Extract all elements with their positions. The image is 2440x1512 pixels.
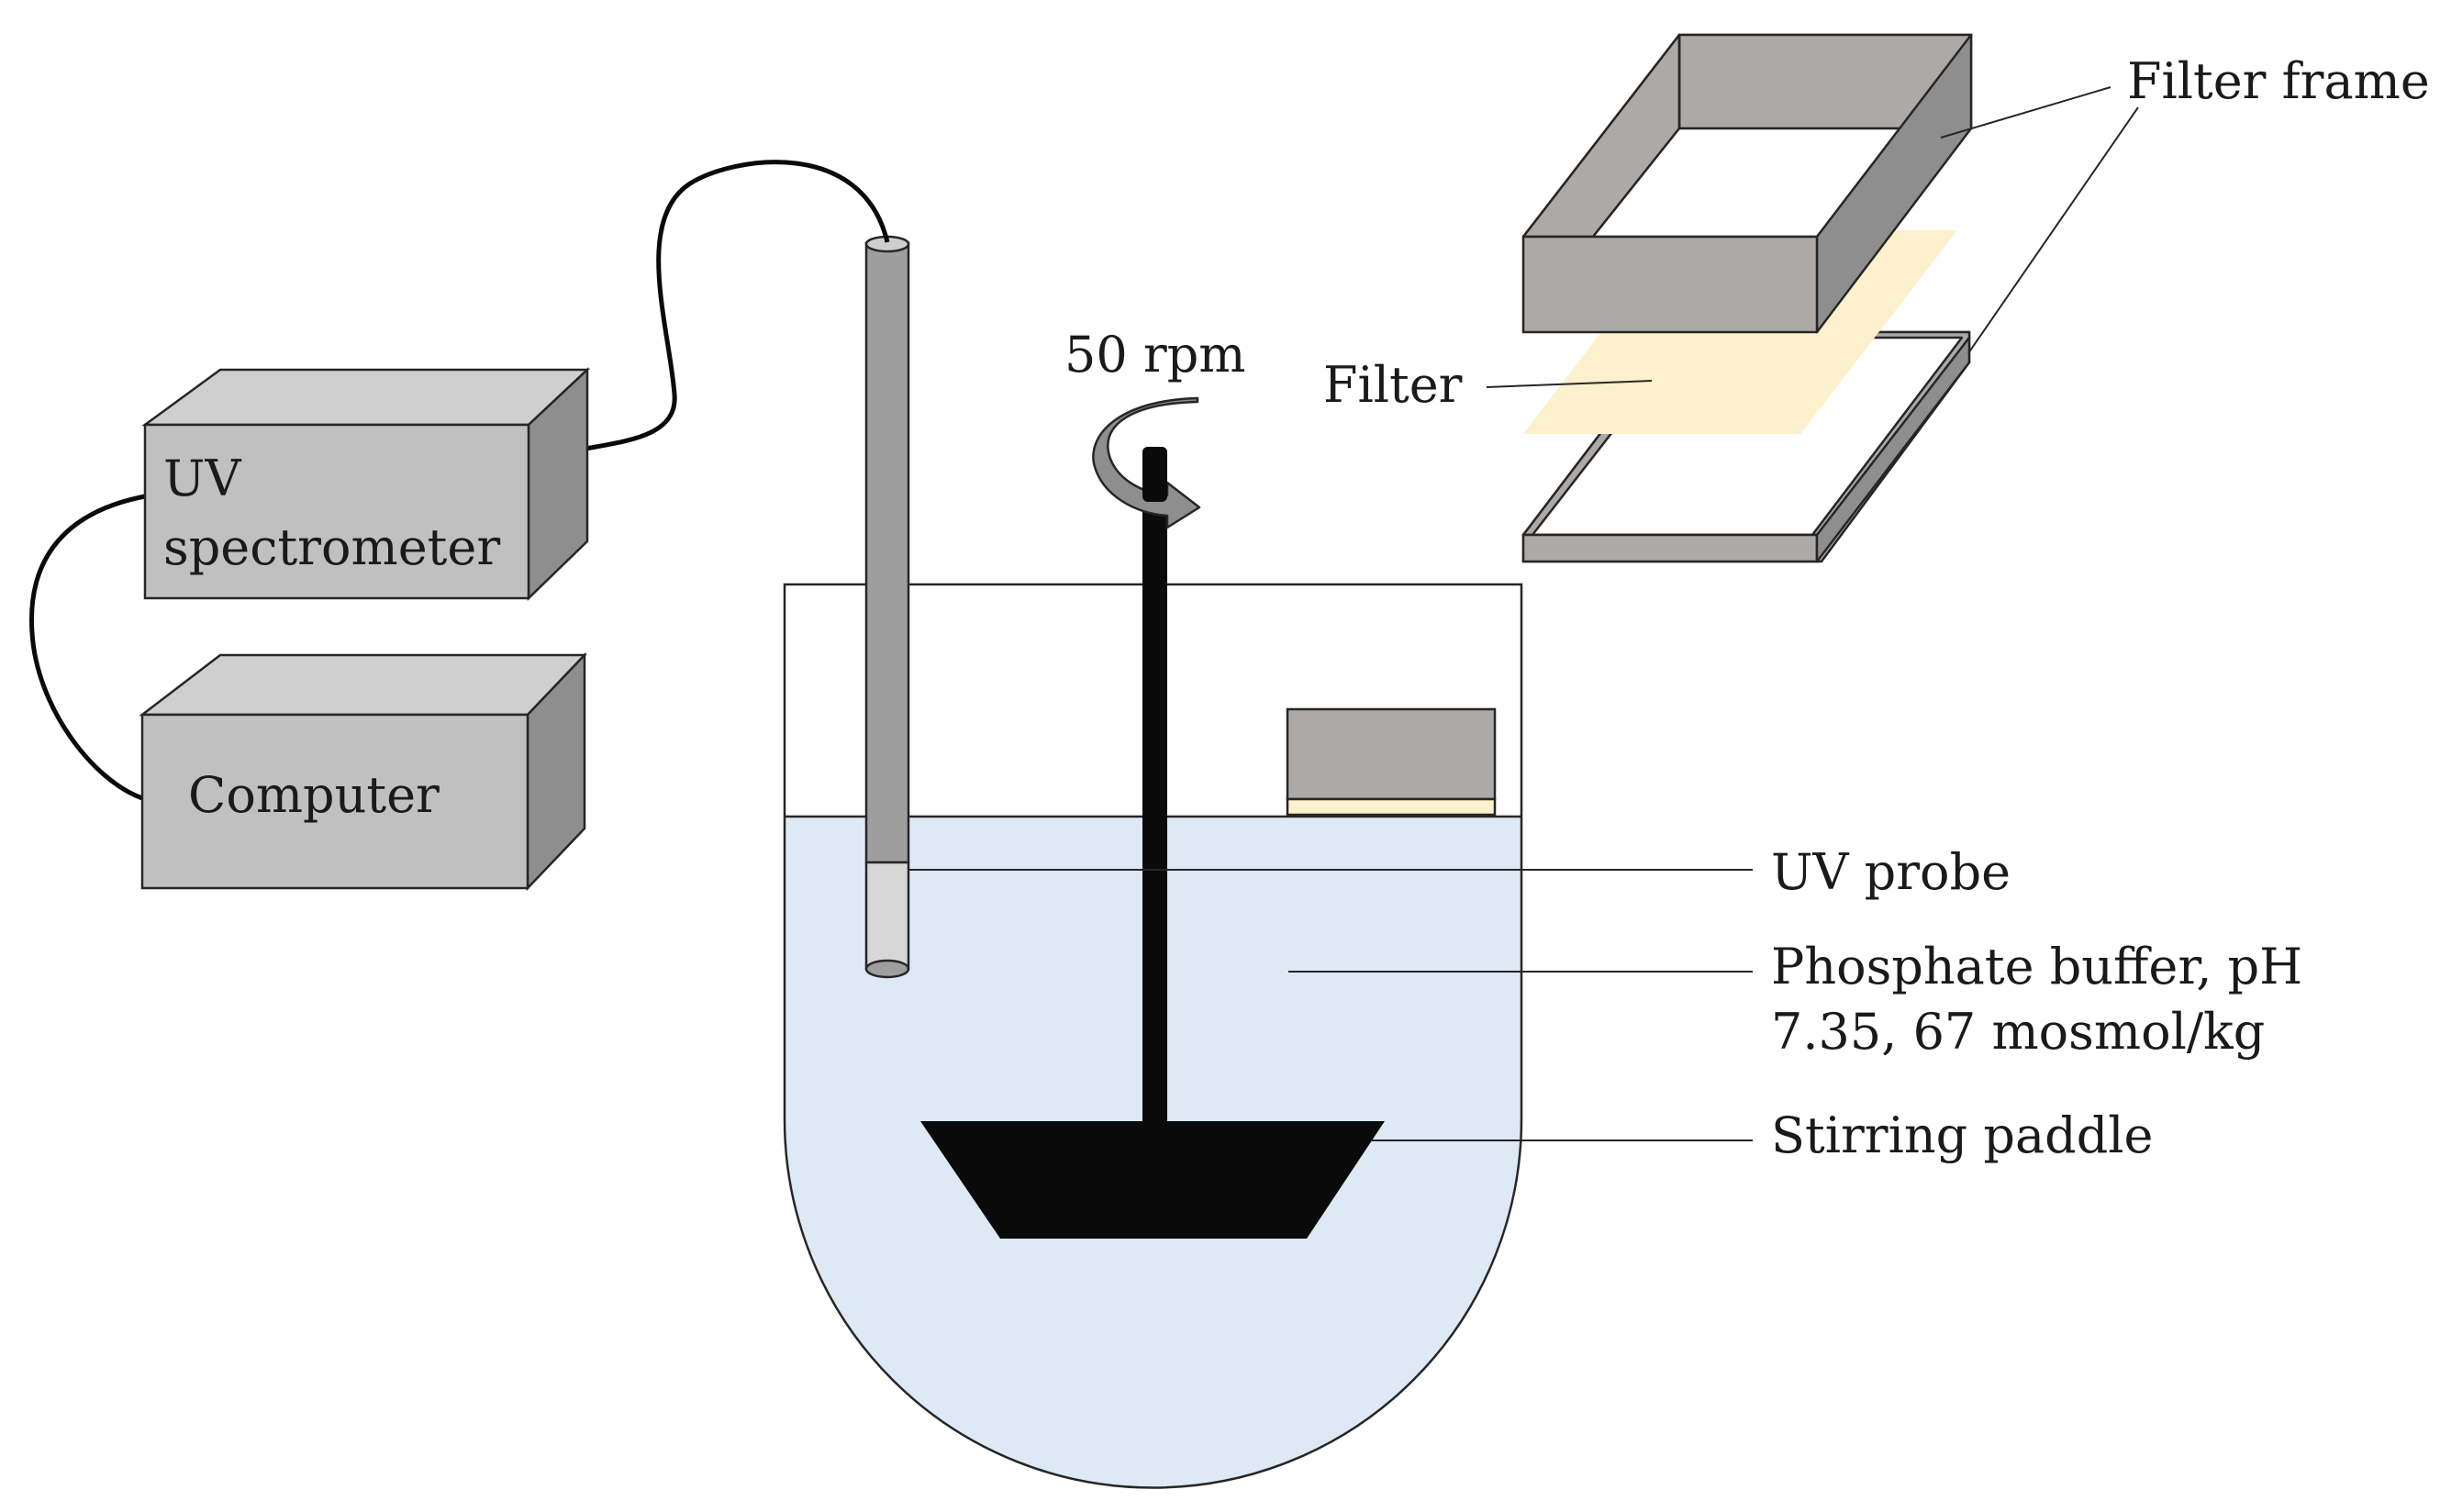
top-frame (1521, 33, 1973, 334)
label-uv-spectrometer-line1: UV (163, 450, 242, 507)
label-filter-frame: Filter frame (2127, 52, 2430, 110)
stirring-paddle (920, 447, 1385, 1239)
label-buffer-line1: Phosphate buffer, pH (1771, 938, 2302, 995)
probe-body (864, 241, 910, 864)
probe-bottom-cap (864, 959, 910, 979)
label-uv-probe: UV probe (1771, 843, 2011, 901)
floating-filter-sample (1286, 707, 1497, 817)
label-stirring-paddle: Stirring paddle (1771, 1106, 2154, 1164)
exploded-filter-assembly (1521, 33, 1973, 563)
paddle-blade (920, 1121, 1385, 1239)
computer-top (139, 653, 587, 717)
uv-spectrometer-box (141, 367, 591, 601)
label-filter: Filter (1323, 356, 1463, 414)
bottom-frame (1521, 330, 1971, 563)
floating-filter (1286, 797, 1497, 817)
uv-probe (864, 235, 910, 979)
label-buffer-line2: 7.35, 67 mosmol/kg (1771, 1003, 2265, 1061)
spectrometer-computer-cable (28, 494, 146, 801)
leader-filter-frame-top (1940, 86, 2111, 139)
leader-filter (1486, 380, 1653, 388)
computer-box (139, 651, 587, 892)
leader-filter-frame-bottom (1967, 106, 2139, 354)
floating-frame (1286, 707, 1497, 801)
rotation-arrow-icon (1092, 396, 1201, 529)
leader-lines (908, 86, 2139, 1141)
probe-cable (547, 160, 890, 461)
label-rpm: 50 rpm (1064, 326, 1245, 384)
spectrometer-front (143, 423, 530, 600)
beaker-outline (783, 583, 1523, 1489)
probe-tip (864, 861, 910, 971)
stirrer-shaft (1142, 447, 1167, 1126)
label-uv-spectrometer-line2: spectrometer (163, 518, 500, 576)
computer-front (140, 713, 529, 890)
spectrometer-top (141, 368, 591, 427)
label-computer: Computer (188, 766, 440, 824)
